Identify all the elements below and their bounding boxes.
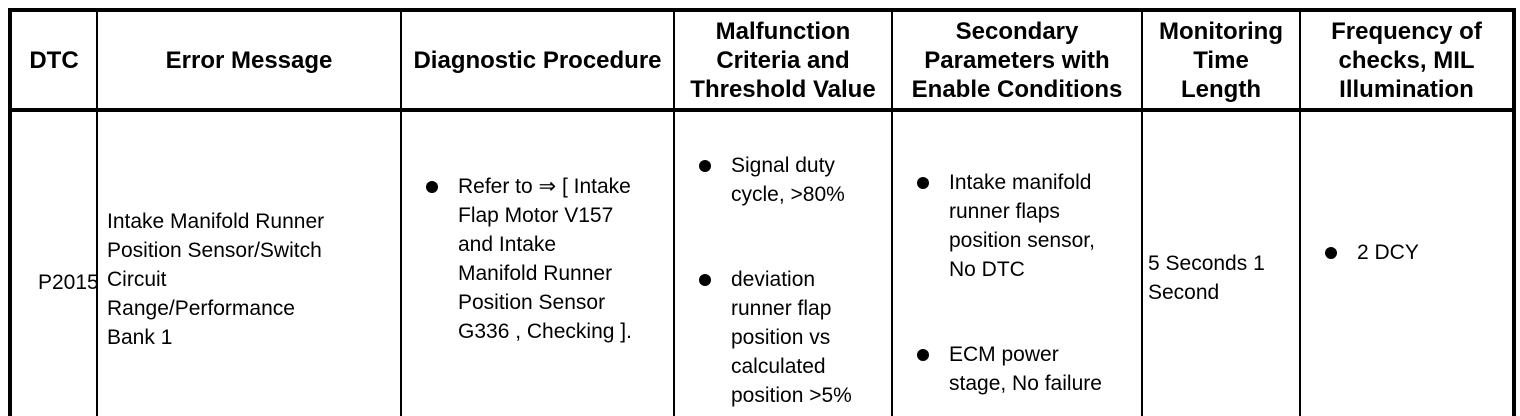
frequency-of-checks-text: 2 DCY (1357, 241, 1419, 264)
list-item: Intake manifold runner flaps position se… (894, 168, 1140, 284)
col-header-dtc: DTC (9, 9, 98, 112)
table-row: P2015 Intake Manifold Runner Position Se… (9, 109, 1515, 416)
malfunction-criteria-text: Signal duty cycle, >80% (731, 154, 845, 206)
cell-malfunction-criteria: Signal duty cycle, >80% deviation runner… (673, 109, 893, 416)
diagnostic-procedure-text: Refer to ⇒ [ Intake Flap Motor V157 and … (458, 175, 632, 343)
bullet-icon (426, 181, 438, 193)
col-header-diagnostic-procedure: Diagnostic Procedure (400, 9, 675, 112)
bullet-icon (1325, 247, 1337, 259)
col-header-monitoring-time-length: Monitoring Time Length (1141, 9, 1301, 112)
malfunction-criteria-text: deviation runner flap position vs calcul… (731, 268, 852, 407)
secondary-parameters-text: ECM power stage, No failure (949, 343, 1102, 395)
bullet-icon (699, 274, 711, 286)
list-item: deviation runner flap position vs calcul… (676, 265, 890, 410)
bullet-icon (699, 160, 711, 172)
col-header-malfunction-criteria: Malfunction Criteria and Threshold Value (673, 9, 893, 112)
cell-secondary-parameters: Intake manifold runner flaps position se… (891, 109, 1143, 416)
col-header-error-message: Error Message (96, 9, 402, 112)
list-item: Signal duty cycle, >80% (676, 151, 890, 209)
bullet-icon (917, 177, 929, 189)
bullet-icon (917, 349, 929, 361)
table-header-row: DTC Error Message Diagnostic Procedure M… (9, 9, 1515, 112)
cell-monitoring-time-length: 5 Seconds 1 Second (1141, 109, 1301, 416)
col-header-frequency-of-checks: Frequency of checks, MIL Illumination (1299, 9, 1515, 112)
list-item: 2 DCY (1302, 238, 1512, 267)
cell-error-message: Intake Manifold Runner Position Sensor/S… (96, 109, 402, 416)
list-item: ECM power stage, No failure (894, 340, 1140, 398)
list-item: Refer to ⇒ [ Intake Flap Motor V157 and … (403, 172, 672, 346)
cell-dtc-code: P2015 (9, 109, 98, 416)
cell-frequency-of-checks: 2 DCY (1299, 109, 1515, 416)
col-header-secondary-parameters: Secondary Parameters with Enable Conditi… (891, 9, 1143, 112)
cell-diagnostic-procedure: Refer to ⇒ [ Intake Flap Motor V157 and … (400, 109, 675, 416)
secondary-parameters-text: Intake manifold runner flaps position se… (949, 171, 1095, 281)
dtc-table: DTC Error Message Diagnostic Procedure M… (8, 8, 1516, 416)
